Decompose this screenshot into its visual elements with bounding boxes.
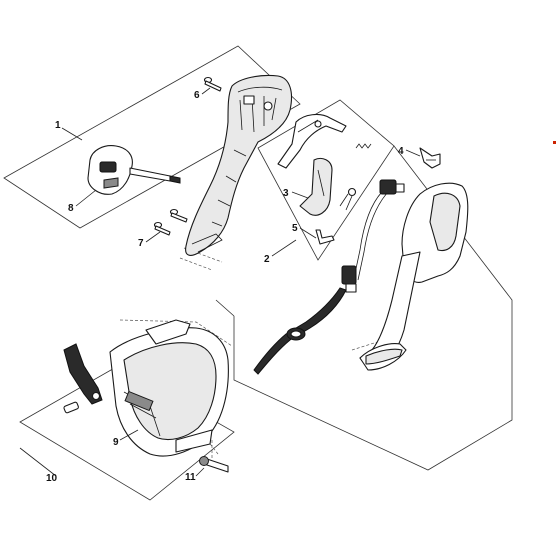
part-handle-housing [359,182,469,371]
part-7-screws [153,208,188,236]
part-1-handle-molding [185,74,293,256]
callout-8: 8 [68,203,74,214]
part-spring [355,143,372,149]
assembly-guide-4 [203,435,219,460]
frame-link [215,299,235,317]
callout-1: 1 [55,120,61,131]
part-3-interlock-lever [299,157,333,216]
callout-11: 11 [185,472,196,483]
callout-9: 9 [113,437,119,448]
callout-4: 4 [398,146,404,157]
leader-lines [19,87,421,477]
part-2-throttle-trigger [277,113,347,169]
part-4-contact-bracket [419,147,441,169]
assembly-frame-1 [3,45,301,229]
part-11-bolt [199,456,229,473]
part-6-screw [203,76,222,92]
part-9-loop-handle [109,319,229,457]
red-marker [553,141,556,144]
callout-10: 10 [46,473,58,484]
part-pin [63,401,79,414]
callout-5: 5 [292,223,298,234]
part-cable-harness [253,179,405,375]
callout-6: 6 [194,90,200,101]
callout-3: 3 [283,188,289,199]
callout-labels: 1 2 3 4 5 6 7 8 9 10 11 [46,90,404,484]
part-5-clip [315,229,335,245]
part-8-switch-shaft [87,145,181,195]
assembly-guide-2 [119,319,233,347]
callout-7: 7 [138,238,144,249]
assembly-frame-main [233,145,513,471]
callout-2: 2 [264,254,270,265]
part-torsion-spring [339,187,357,211]
part-lever [63,343,103,405]
